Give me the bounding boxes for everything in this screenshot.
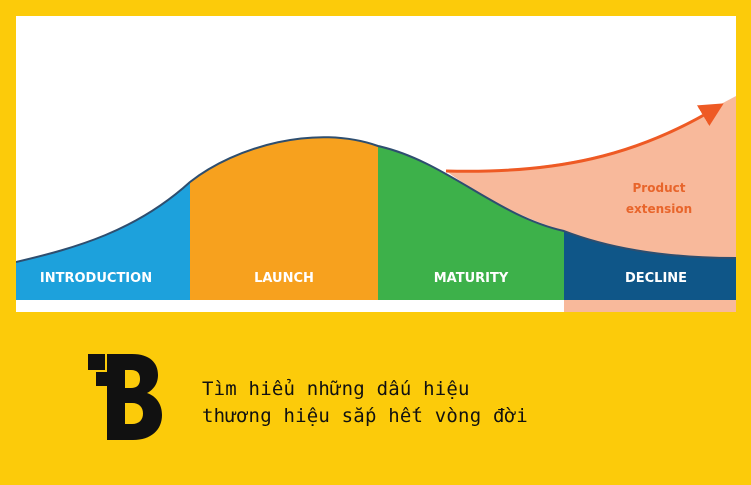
- stage-label-maturity: MATURITY: [434, 271, 509, 286]
- headline-line2: thương hiệu sắp hết vòng đời: [202, 405, 528, 427]
- brand-b-logo-icon: [88, 354, 162, 440]
- product-life-cycle-diagram: INTRODUCTION LAUNCH MATURITY DECLINE Pro…: [16, 16, 736, 312]
- life-cycle-curve: [16, 136, 736, 263]
- life-cycle-chart: INTRODUCTION LAUNCH MATURITY DECLINE Pro…: [16, 96, 736, 312]
- stage-maturity-area: [378, 146, 564, 300]
- stage-introduction-area: [16, 182, 190, 300]
- stage-decline-area: [564, 231, 736, 300]
- headline-line1: Tìm hiểu những dấu hiệu: [202, 378, 470, 400]
- headline: Tìm hiểu những dấu hiệu thương hiệu sắp …: [202, 376, 722, 430]
- extension-arrow: [445, 103, 724, 173]
- stage-label-launch: LAUNCH: [254, 271, 314, 286]
- stage-label-introduction: INTRODUCTION: [40, 271, 152, 286]
- extension-label-line2: extension: [626, 202, 692, 216]
- stage-label-decline: DECLINE: [625, 271, 687, 286]
- extension-label-line1: Product: [633, 181, 686, 195]
- stage-launch-area: [190, 137, 378, 300]
